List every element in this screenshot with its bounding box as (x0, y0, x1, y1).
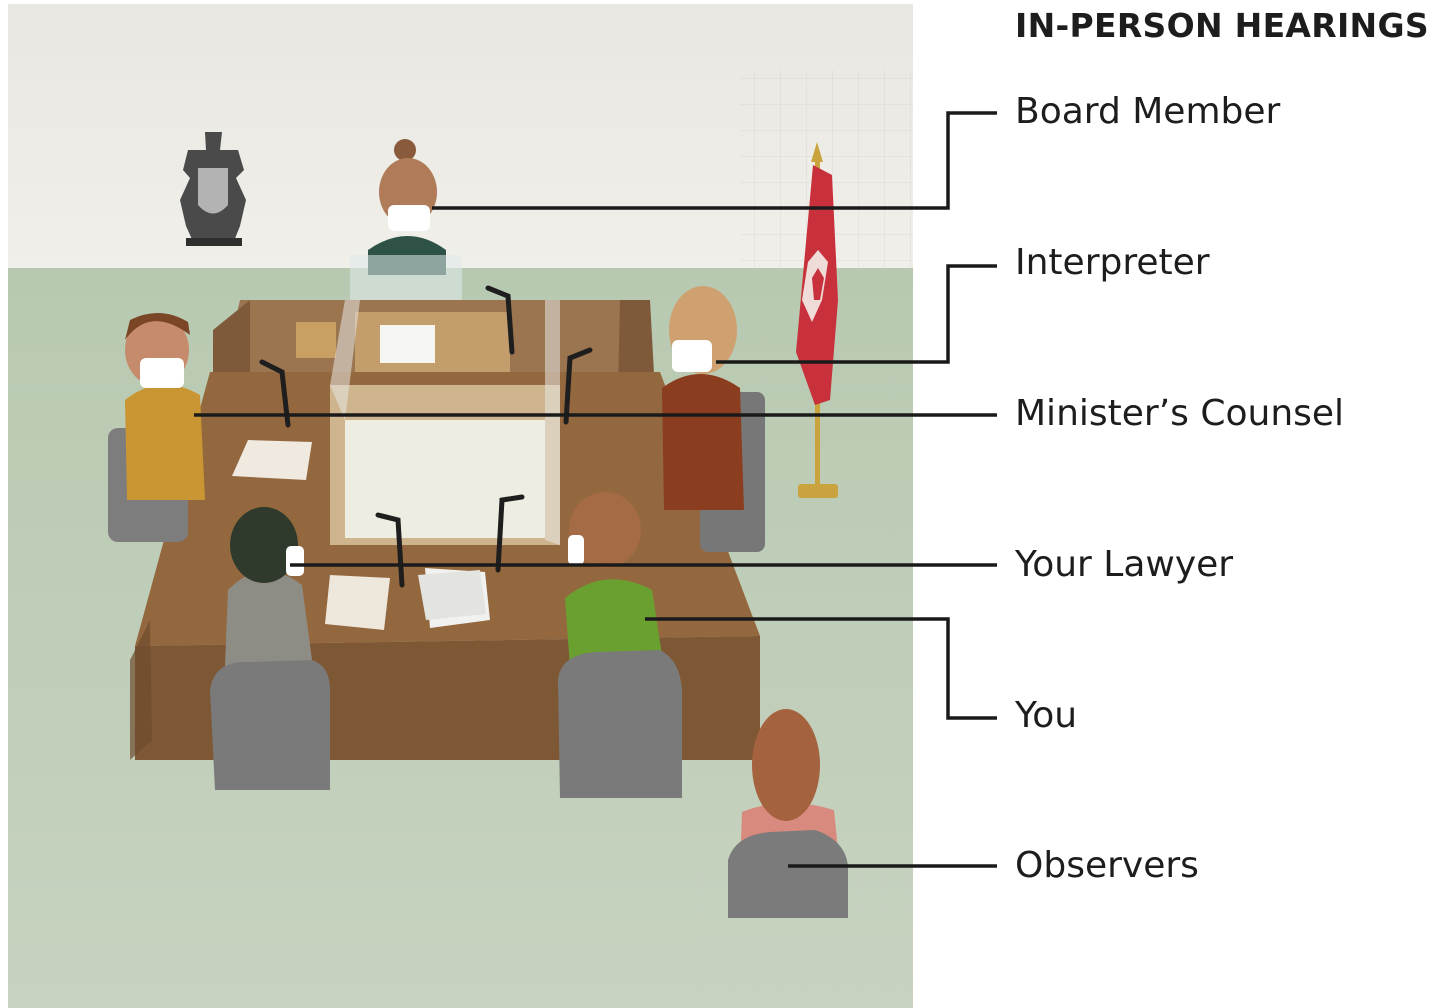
canada-flag-icon (796, 142, 838, 498)
leader-lines (194, 111, 997, 868)
you-figure (558, 492, 682, 798)
your-lawyer-figure (210, 507, 330, 790)
label-observers: Observers (1015, 845, 1199, 886)
label-ministers-counsel: Minister’s Counsel (1015, 393, 1345, 434)
leader-interpreter (716, 264, 997, 364)
observer-figure (728, 709, 848, 918)
papers (232, 440, 490, 630)
label-board-member: Board Member (1015, 91, 1281, 132)
coat-of-arms-icon (180, 132, 246, 246)
ministers-counsel-figure (108, 312, 205, 542)
label-you: You (1015, 695, 1078, 736)
leader-you (645, 617, 997, 720)
leader-board-member (432, 111, 997, 210)
interpreter-figure (662, 286, 765, 552)
interpreter-booth-screen (330, 300, 560, 545)
label-interpreter: Interpreter (1015, 242, 1210, 283)
label-your-lawyer: Your Lawyer (1015, 544, 1234, 585)
microphones (259, 285, 593, 588)
diagram-title: IN-PERSON HEARINGS (1015, 6, 1429, 45)
